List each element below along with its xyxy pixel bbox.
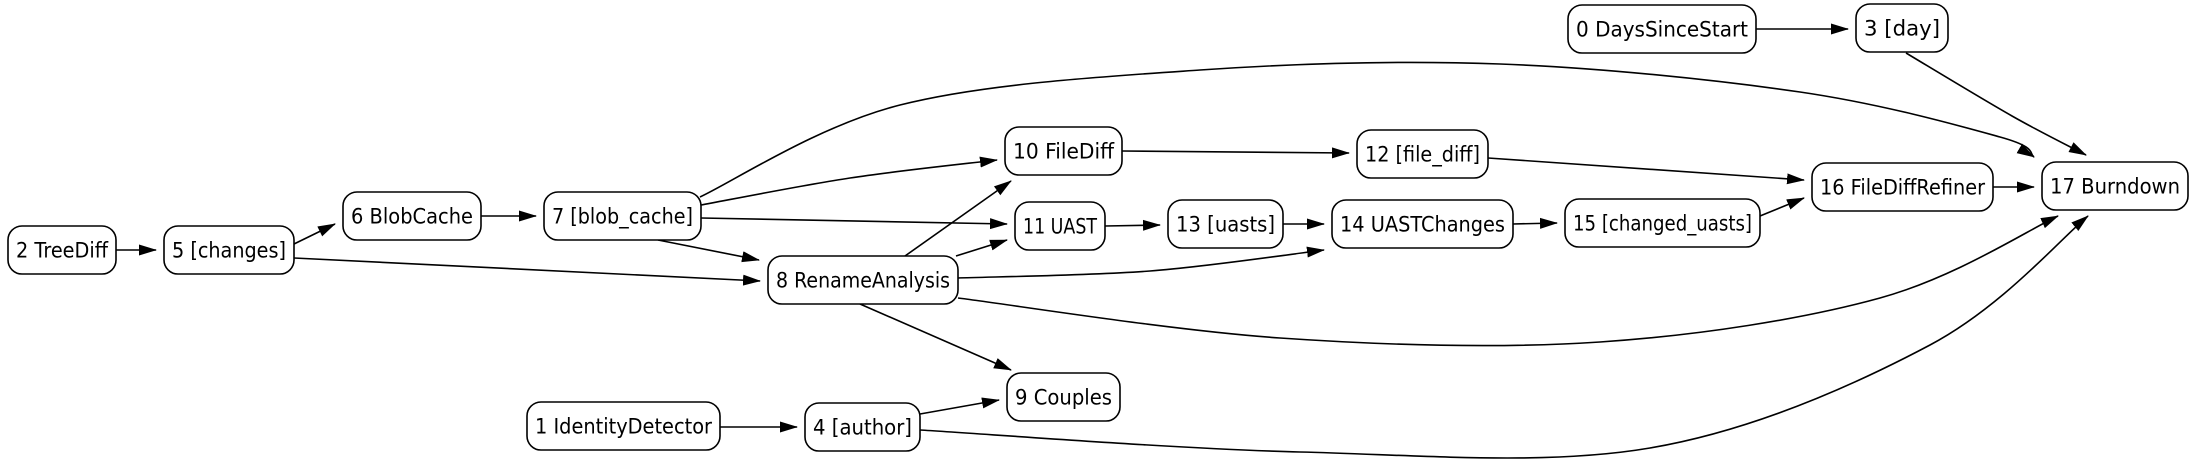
- edge-5-to-6: [293, 223, 336, 245]
- edge-5-to-8: [293, 257, 761, 286]
- edge-10-to-12: [1121, 147, 1350, 159]
- node-label: 3 [day]: [1864, 17, 1940, 41]
- node-1-identitydetector: 1 IdentityDetector: [526, 401, 721, 451]
- node-label: 6 BlobCache: [351, 205, 473, 229]
- node-label: 2 TreeDiff: [16, 239, 108, 263]
- node-5-changes: 5 [changes]: [163, 225, 295, 275]
- node-9-couples: 9 Couples: [1006, 372, 1121, 422]
- edge-8-to-10: [904, 180, 1012, 257]
- node-label: 12 [file_diff]: [1365, 143, 1480, 168]
- node-6-blobcache: 6 BlobCache: [342, 191, 482, 241]
- node-8-renameanalysis: 8 RenameAnalysis: [767, 255, 959, 305]
- edge-4-to-17: [919, 215, 2089, 459]
- node-label: 4 [author]: [813, 416, 912, 440]
- node-14-uastchanges: 14 UASTChanges: [1331, 199, 1514, 249]
- node-4-author: 4 [author]: [804, 402, 921, 452]
- node-16-filediffrefiner: 16 FileDiffRefiner: [1811, 162, 1994, 212]
- node-15-changed-uasts: 15 [changed_uasts]: [1564, 198, 1761, 248]
- node-13-uasts: 13 [uasts]: [1167, 199, 1284, 249]
- node-label: 9 Couples: [1015, 386, 1112, 410]
- edge-7-to-11: [700, 217, 1008, 230]
- node-label: 1 IdentityDetector: [535, 415, 712, 439]
- node-17-burndown: 17 Burndown: [2041, 161, 2189, 211]
- edge-7-to-17: [699, 61, 2035, 198]
- edge-12-to-16: [1487, 157, 1805, 185]
- edge-3-to-17: [1905, 52, 2087, 156]
- edge-8-to-14: [957, 246, 1325, 279]
- edge-14-to-15: [1512, 217, 1558, 229]
- edge-11-to-13: [1104, 219, 1161, 231]
- node-label: 17 Burndown: [2050, 175, 2180, 199]
- edge-4-to-9: [919, 397, 1000, 415]
- node-2-treediff: 2 TreeDiff: [7, 225, 117, 275]
- edge-15-to-16: [1759, 197, 1805, 217]
- edge-7-to-10: [700, 156, 998, 206]
- node-label: 10 FileDiff: [1013, 140, 1115, 164]
- edge-8-to-17: [957, 215, 2059, 347]
- node-0-dayssincestart: 0 DaysSinceStart: [1567, 4, 1757, 54]
- node-12-file-diff: 12 [file_diff]: [1356, 129, 1489, 179]
- node-label: 0 DaysSinceStart: [1576, 18, 1748, 42]
- node-10-filediff: 10 FileDiff: [1004, 126, 1123, 176]
- node-label: 7 [blob_cache]: [552, 205, 693, 230]
- node-label: 15 [changed_uasts]: [1573, 212, 1752, 237]
- node-11-uast: 11 UAST: [1014, 201, 1106, 251]
- node-label: 14 UASTChanges: [1340, 213, 1505, 237]
- node-3-day: 3 [day]: [1855, 3, 1949, 53]
- node-7-blob-cache: 7 [blob_cache]: [543, 191, 702, 241]
- edge-7-to-8: [657, 239, 760, 263]
- node-label: 8 RenameAnalysis: [776, 269, 950, 293]
- node-label: 13 [uasts]: [1176, 213, 1275, 237]
- edge-8-to-11: [955, 239, 1008, 257]
- node-label: 16 FileDiffRefiner: [1820, 176, 1985, 200]
- node-label: 5 [changes]: [172, 239, 286, 263]
- node-label: 11 UAST: [1023, 215, 1097, 239]
- edge-8-to-9: [859, 303, 1012, 371]
